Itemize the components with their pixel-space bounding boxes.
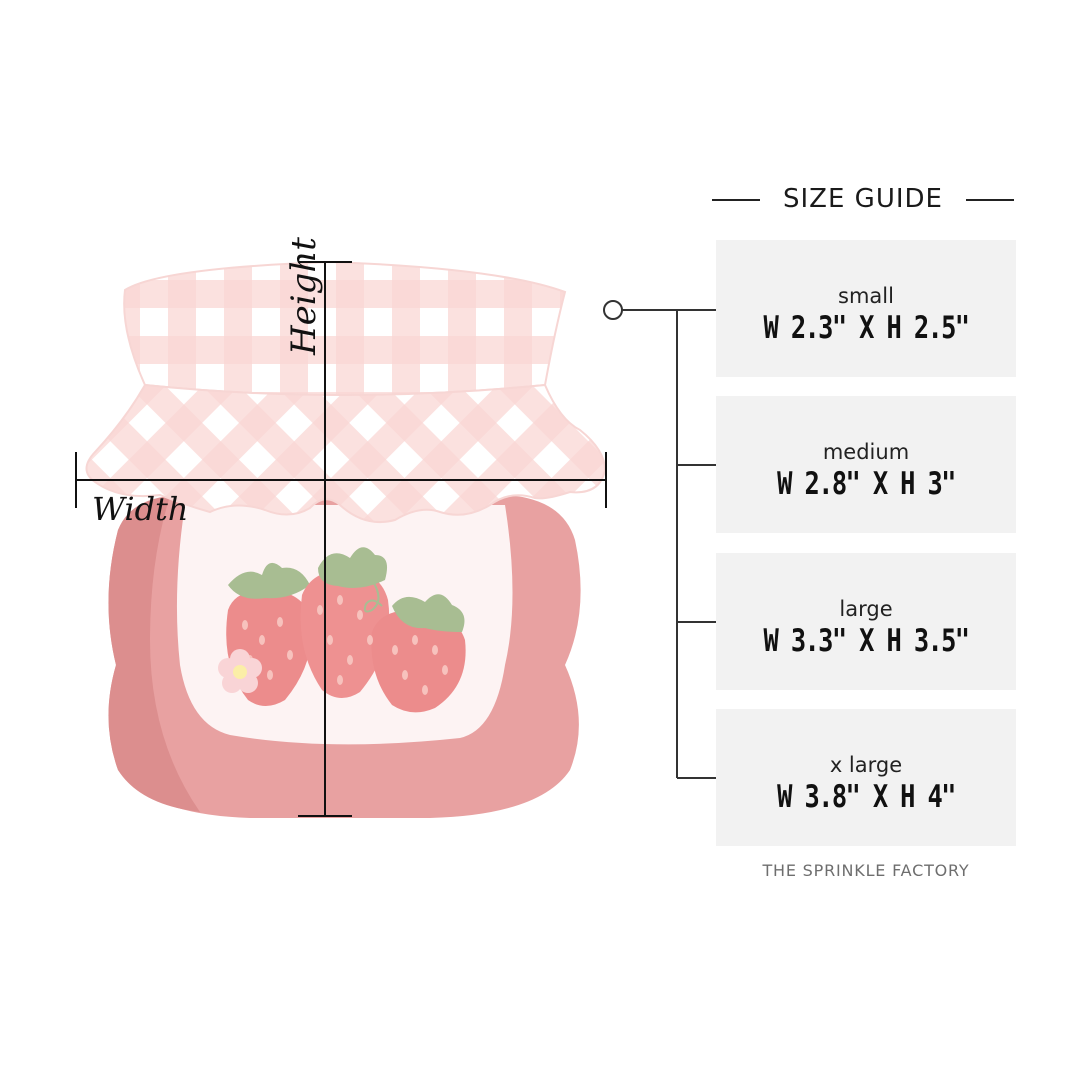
- strawberry-right: [371, 594, 466, 713]
- measurement-lines: [75, 261, 607, 817]
- size-guide-header: SIZE GUIDE: [712, 180, 1014, 220]
- strawberry-vine: [363, 579, 383, 613]
- size-card-medium: medium W 2.8" X H 3": [716, 396, 1016, 533]
- connector-dot: [603, 300, 623, 320]
- size-dimensions: W 3.3" X H 3.5": [763, 623, 971, 659]
- size-dimensions: W 2.8" X H 3": [777, 466, 956, 502]
- header-rule-right: [966, 199, 1014, 201]
- strawberry-seeds: [242, 595, 448, 695]
- lid-cloth-top: [123, 260, 567, 396]
- size-guide-title: SIZE GUIDE: [783, 184, 943, 214]
- brand-footer: THE SPRINKLE FACTORY: [762, 861, 970, 880]
- size-dimensions: W 2.3" X H 2.5": [763, 310, 971, 346]
- width-label: Width: [92, 490, 189, 528]
- size-dimensions: W 3.8" X H 4": [777, 779, 956, 815]
- size-name: x large: [829, 753, 903, 777]
- size-card-x-large: x large W 3.8" X H 4": [716, 709, 1016, 846]
- size-name: medium: [822, 440, 910, 464]
- jar-body-shade: [108, 496, 200, 812]
- height-label: Height: [284, 237, 324, 356]
- lid-cloth-skirt: [85, 383, 607, 524]
- size-name: large: [839, 597, 893, 621]
- size-name: small: [838, 284, 894, 308]
- size-card-small: small W 2.3" X H 2.5": [716, 240, 1016, 377]
- header-rule-left: [712, 199, 760, 201]
- size-card-large: large W 3.3" X H 3.5": [716, 553, 1016, 690]
- flower-icon: [218, 649, 262, 693]
